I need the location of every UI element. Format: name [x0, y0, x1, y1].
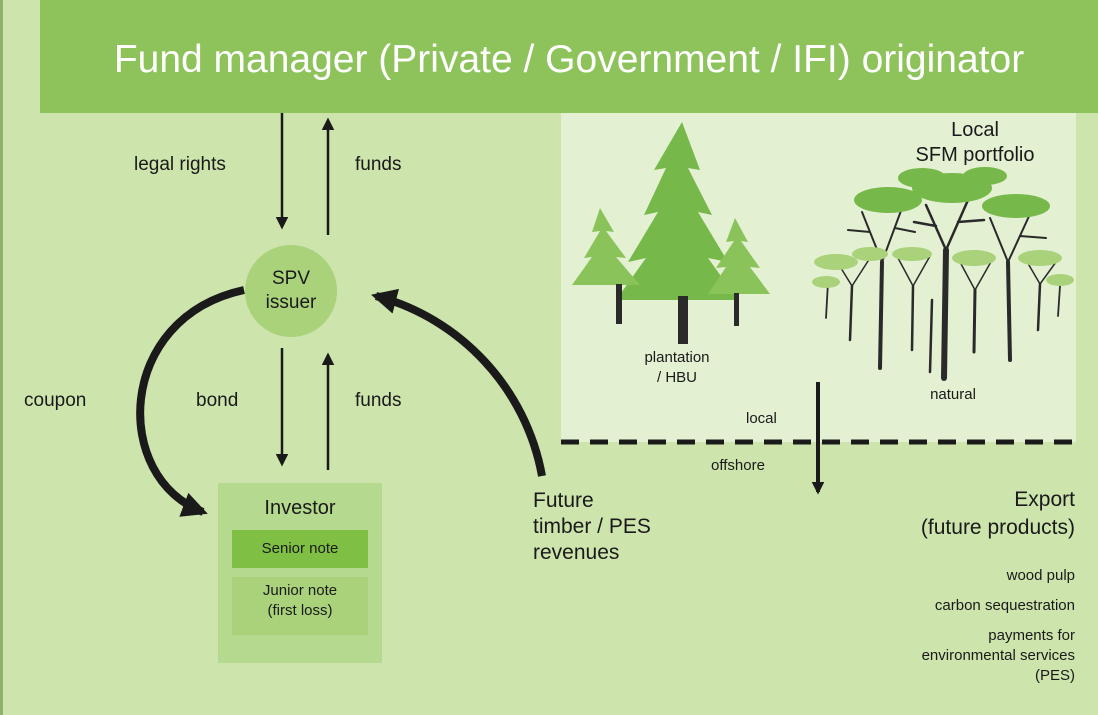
natural-label: natural — [930, 386, 976, 403]
future-revenues-label: Future timber / PES revenues — [533, 488, 651, 566]
revenues-arrow — [371, 288, 546, 477]
junior-note-line2: (first loss) — [267, 602, 333, 619]
revenues-line3: revenues — [533, 541, 620, 564]
local-title-line1: Local — [951, 119, 999, 141]
local-label: local — [746, 410, 777, 427]
plantation-label: plantation / HBU — [612, 348, 742, 388]
spv-issuer-circle: SPV issuer — [245, 245, 337, 337]
revenues-line2: timber / PES — [533, 515, 651, 538]
export-title-line1: Export — [1014, 488, 1075, 511]
coupon-label: coupon — [24, 390, 87, 411]
junior-note: Junior note (first loss) — [232, 577, 368, 635]
export-title: Export (future products) — [921, 486, 1075, 542]
funds-upper-label: funds — [355, 154, 402, 175]
senior-note: Senior note — [232, 530, 368, 568]
local-portfolio-title: Local SFM portfolio — [880, 118, 1070, 168]
plantation-line1: plantation — [644, 349, 710, 366]
funds-lower-label: funds — [355, 390, 402, 411]
export-item-env-services: environmental services — [921, 647, 1075, 664]
conifer-tree-icon — [572, 122, 770, 344]
header-banner: Fund manager (Private / Government / IFI… — [40, 0, 1098, 113]
export-items: wood pulp carbon sequestration payments … — [922, 566, 1075, 686]
left-border — [0, 0, 3, 715]
spv-label-line1: SPV — [271, 268, 311, 289]
bond-label: bond — [196, 390, 239, 411]
investor-box: Investor Senior note Junior note (first … — [218, 483, 382, 663]
spv-label-line2: issuer — [265, 292, 317, 313]
forest-trees-icon — [812, 167, 1074, 381]
header-title: Fund manager (Private / Government / IFI… — [113, 38, 1025, 81]
coupon-arrow — [136, 286, 245, 517]
legal-rights-label: legal rights — [134, 154, 226, 175]
export-item-wood-pulp: wood pulp — [1006, 567, 1075, 584]
investor-title: Investor — [264, 497, 336, 519]
local-title-line2: SFM portfolio — [915, 144, 1035, 166]
export-item-payments: payments for — [988, 627, 1075, 644]
export-title-line2: (future products) — [920, 516, 1075, 539]
offshore-label: offshore — [711, 457, 765, 474]
export-item-pes: (PES) — [1034, 667, 1075, 684]
export-item-carbon: carbon sequestration — [934, 597, 1075, 614]
junior-note-line1: Junior note — [262, 582, 338, 599]
plantation-line2: / HBU — [656, 369, 697, 386]
revenues-line1: Future — [533, 489, 594, 512]
